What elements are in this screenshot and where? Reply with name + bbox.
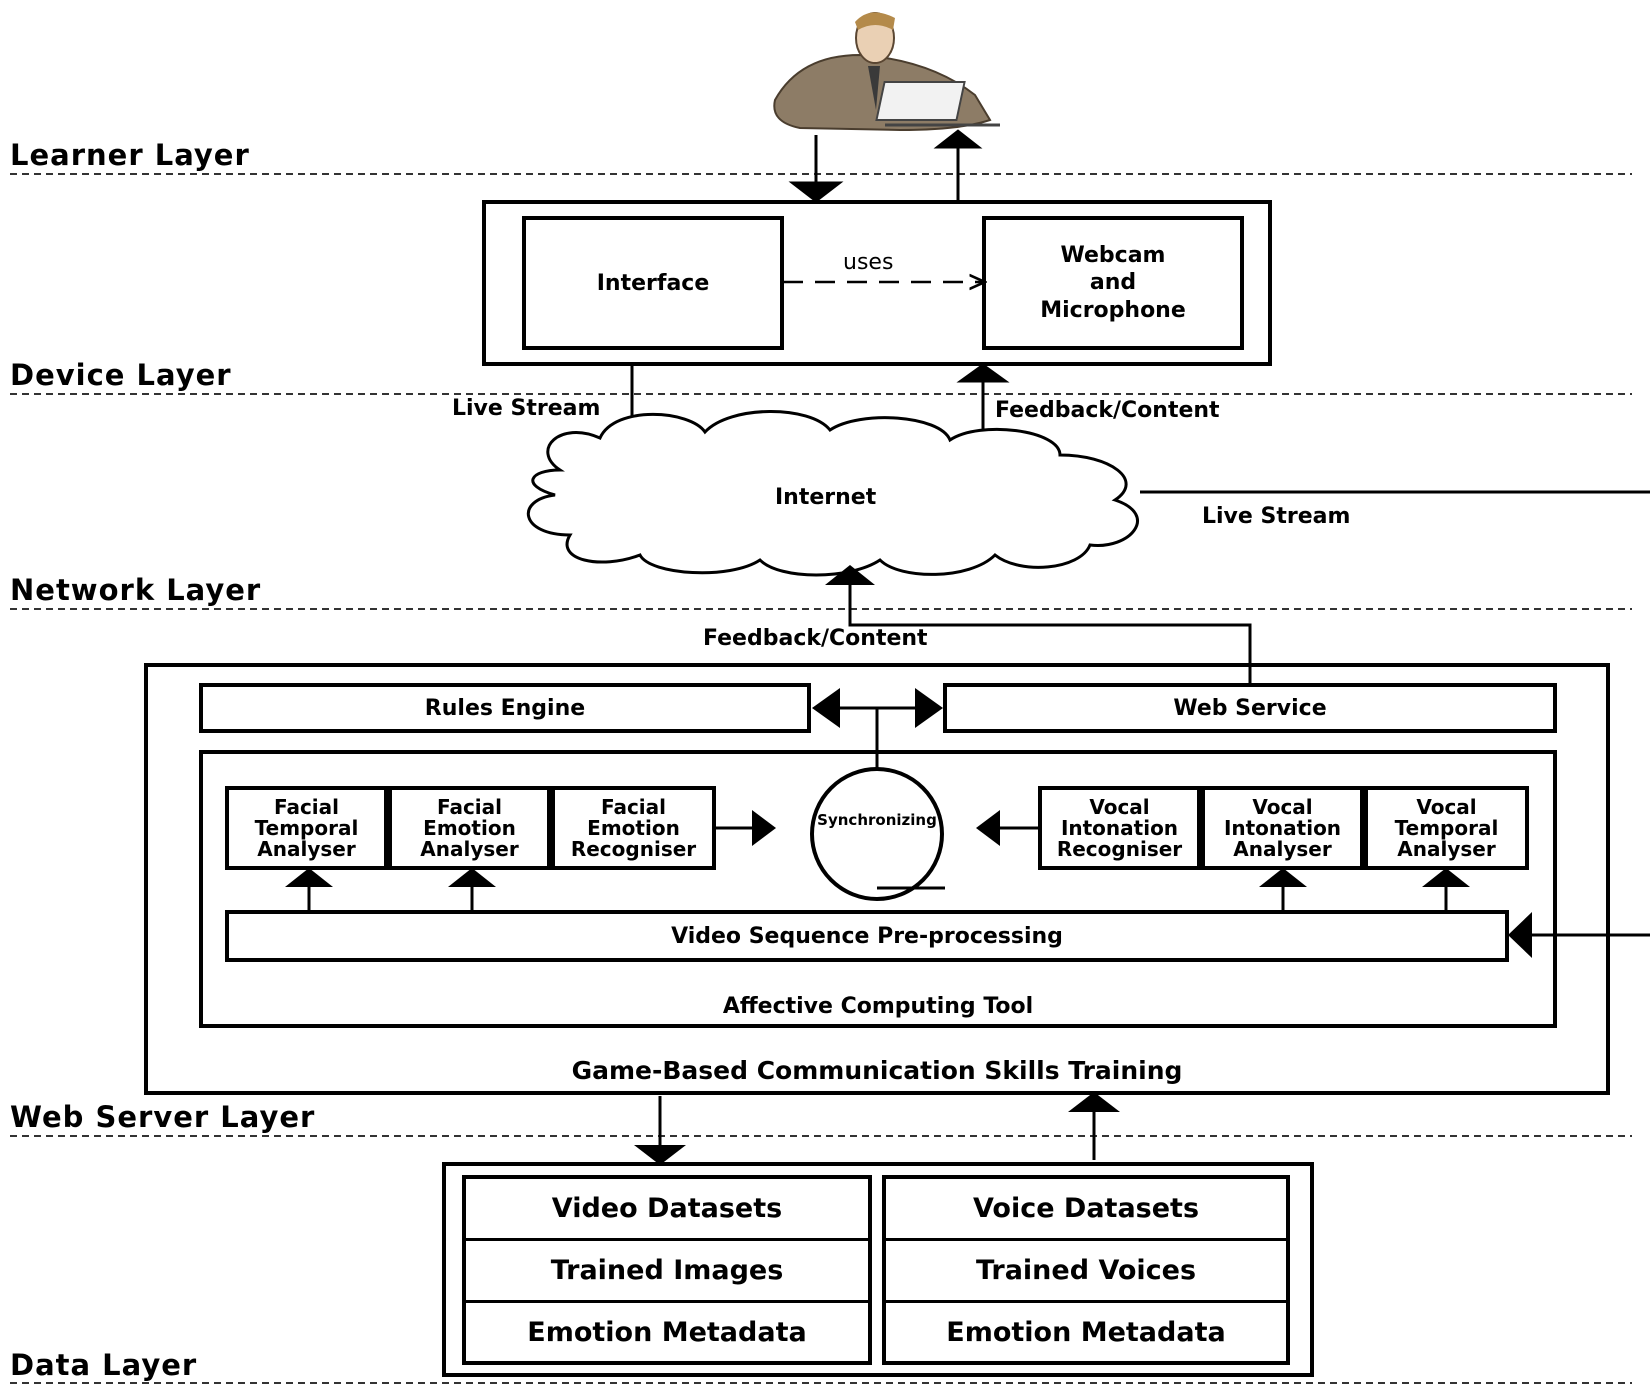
device-layer-label: Device Layer	[10, 358, 232, 392]
web-server-layer-label: Web Server Layer	[10, 1100, 316, 1134]
video-emotion-metadata-row: Emotion Metadata	[527, 1316, 807, 1348]
synchronizing-loop-icon	[810, 767, 944, 901]
vocal-temporal-analyser-box: Vocal Temporal Analyser	[1364, 786, 1529, 870]
vocal-intonation-analyser-box: Vocal Intonation Analyser	[1201, 786, 1364, 870]
facial-emotion-recogniser-box: Facial Emotion Recogniser	[551, 786, 716, 870]
uses-label: uses	[843, 250, 894, 275]
rules-engine-box: Rules Engine	[199, 683, 811, 733]
live-stream-side-label: Live Stream	[1202, 504, 1351, 529]
trained-voices-row: Trained Voices	[886, 1241, 1286, 1303]
game-training-container	[144, 663, 1610, 1095]
learner-figure-icon	[773, 12, 1000, 132]
data-layer-label: Data Layer	[10, 1348, 198, 1382]
live-stream-label: Live Stream	[452, 396, 601, 421]
trained-images-row: Trained Images	[466, 1241, 868, 1303]
voice-emotion-metadata-row: Emotion Metadata	[946, 1316, 1226, 1348]
game-training-label: Game-Based Communication Skills Training	[571, 1055, 1183, 1085]
video-data-table: Video Datasets Trained Images Emotion Me…	[462, 1175, 872, 1365]
video-preprocessing-box: Video Sequence Pre-processing	[225, 910, 1509, 962]
feedback-from-server-label: Feedback/Content	[703, 626, 928, 651]
internet-cloud-icon	[526, 410, 1139, 577]
device-container	[482, 200, 1272, 366]
voice-data-table: Voice Datasets Trained Voices Emotion Me…	[882, 1175, 1290, 1365]
layer-separators	[10, 173, 1632, 1384]
synchronizing-label: Synchronizing	[817, 811, 937, 829]
web-service-box: Web Service	[943, 683, 1557, 733]
interface-box: Interface	[522, 216, 784, 350]
webcam-microphone-box: Webcam and Microphone	[982, 216, 1244, 350]
learner-layer-label: Learner Layer	[10, 138, 250, 172]
facial-emotion-analyser-box: Facial Emotion Analyser	[388, 786, 551, 870]
feedback-content-label: Feedback/Content	[995, 398, 1220, 423]
vocal-intonation-recogniser-box: Vocal Intonation Recogniser	[1038, 786, 1201, 870]
affective-tool-container	[199, 750, 1557, 1028]
network-layer-label: Network Layer	[10, 573, 262, 607]
voice-datasets-row: Voice Datasets	[886, 1179, 1286, 1241]
video-datasets-row: Video Datasets	[466, 1179, 868, 1241]
affective-tool-label: Affective Computing Tool	[722, 993, 1034, 1019]
data-container	[442, 1162, 1314, 1377]
facial-temporal-analyser-box: Facial Temporal Analyser	[225, 786, 388, 870]
internet-label: Internet	[775, 485, 877, 510]
